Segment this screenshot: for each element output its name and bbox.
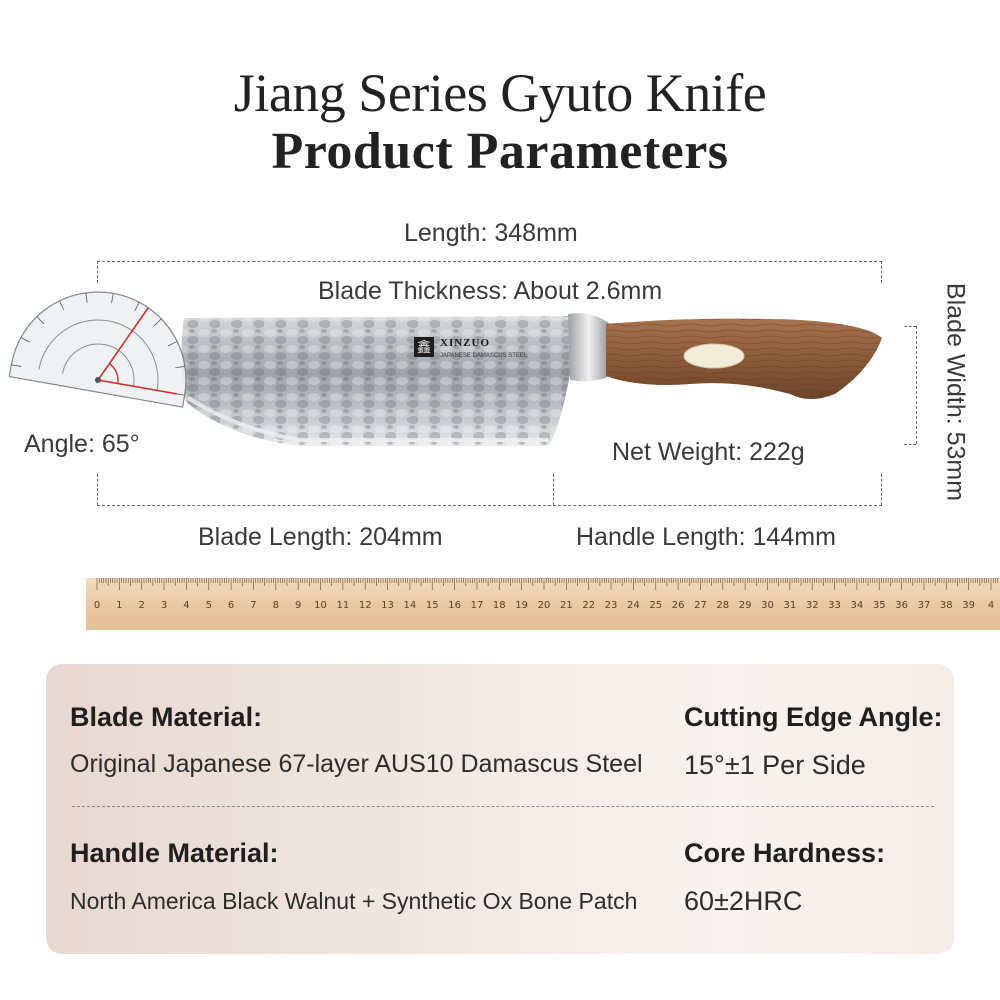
- ruler-number: 22: [582, 600, 595, 611]
- ruler-number: 36: [895, 600, 908, 611]
- blade-width-dimension-line: [916, 326, 917, 444]
- ruler-number: 23: [605, 600, 618, 611]
- ruler-number: 38: [940, 600, 953, 611]
- brand-logo-mark: [414, 337, 434, 357]
- ruler-number: 0: [94, 600, 100, 611]
- core-hardness-value: 60±2HRC: [684, 886, 803, 916]
- ruler-number: 32: [806, 600, 819, 611]
- ruler-number: 21: [560, 600, 573, 611]
- ruler-number: 11: [336, 600, 349, 611]
- ruler-number: 30: [761, 600, 774, 611]
- ruler-number: 5: [206, 600, 212, 611]
- ruler-number: 18: [493, 600, 506, 611]
- blade-width-tick-bottom: [904, 444, 916, 445]
- edge-angle-label: Cutting Edge Angle:: [684, 702, 943, 732]
- ruler-number: 3: [161, 600, 167, 611]
- specs-divider: [72, 806, 934, 807]
- blade-length-tick-left: [97, 474, 98, 505]
- brand-logo-text: XINZUO: [440, 337, 490, 349]
- length-dimension-line: [97, 261, 882, 262]
- ruler-number: 4: [988, 600, 994, 611]
- ox-bone-inlay: [683, 343, 745, 369]
- handle-length-label: Handle Length: 144mm: [576, 523, 836, 551]
- ruler-number: 35: [873, 600, 886, 611]
- ruler-number: 24: [627, 600, 640, 611]
- ruler-number: 13: [381, 600, 394, 611]
- length-tick-left: [97, 261, 98, 283]
- ruler-number: 12: [359, 600, 372, 611]
- ruler-number: 15: [426, 600, 439, 611]
- protractor-icon: [8, 291, 187, 408]
- ruler-number: 26: [672, 600, 685, 611]
- bolster: [568, 313, 610, 382]
- blade-thickness-label: Blade Thickness: About 2.6mm: [318, 277, 663, 305]
- ruler-number: 37: [918, 600, 931, 611]
- ruler-number: 14: [404, 600, 417, 611]
- ruler-number: 6: [228, 600, 234, 611]
- ruler-number: 1: [116, 600, 122, 611]
- brand-logo-glyph: 鑫: [417, 339, 431, 356]
- handle-material-value: North America Black Walnut + Synthetic O…: [70, 888, 638, 914]
- ruler-number: 17: [471, 600, 484, 611]
- page-title: Jiang Series Gyuto Knife: [233, 63, 767, 123]
- core-hardness-label: Core Hardness:: [684, 838, 886, 868]
- ruler-number: 20: [538, 600, 551, 611]
- ruler-number: 29: [739, 600, 752, 611]
- blade-engraving: JAPANESE DAMASCUS STEEL: [440, 353, 528, 359]
- ruler-number: 34: [851, 600, 864, 611]
- blade-handle-divider-tick: [553, 474, 554, 505]
- specs-panel: Blade Material: Original Japanese 67-lay…: [46, 664, 954, 954]
- ruler-number: 31: [783, 600, 796, 611]
- length-tick-right: [881, 261, 882, 283]
- blade-handle-dimension-line: [97, 505, 882, 506]
- ruler-number: 10: [314, 600, 327, 611]
- blade-width-tick-top: [904, 326, 916, 327]
- ruler-number: 33: [828, 600, 841, 611]
- page-subtitle: Product Parameters: [271, 123, 729, 180]
- ruler-number: 25: [649, 600, 662, 611]
- ruler-number: 39: [962, 600, 975, 611]
- blade-material-label: Blade Material:: [70, 702, 263, 732]
- ruler-number: 2: [139, 600, 145, 611]
- blade-material-value: Original Japanese 67-layer AUS10 Damascu…: [70, 750, 643, 778]
- length-label: Length: 348mm: [404, 219, 578, 247]
- ruler-number: 19: [515, 600, 528, 611]
- ruler-number: 9: [295, 600, 301, 611]
- ruler-number: 8: [273, 600, 279, 611]
- ruler-number: 27: [694, 600, 707, 611]
- ruler-number: 7: [250, 600, 256, 611]
- ruler-number: 16: [448, 600, 461, 611]
- ruler-number: 4: [183, 600, 189, 611]
- angle-label: Angle: 65°: [24, 430, 140, 458]
- handle-length-tick-right: [881, 474, 882, 505]
- net-weight-label: Net Weight: 222g: [612, 438, 805, 466]
- edge-angle-value: 15°±1 Per Side: [684, 750, 866, 780]
- blade-width-label: Blade Width: 53mm: [941, 282, 970, 502]
- handle-material-label: Handle Material:: [70, 838, 279, 868]
- ruler-number: 28: [716, 600, 729, 611]
- blade-length-label: Blade Length: 204mm: [198, 523, 443, 551]
- knife-illustration: 鑫 XINZUO JAPANESE DAMASCUS STEEL: [181, 313, 882, 446]
